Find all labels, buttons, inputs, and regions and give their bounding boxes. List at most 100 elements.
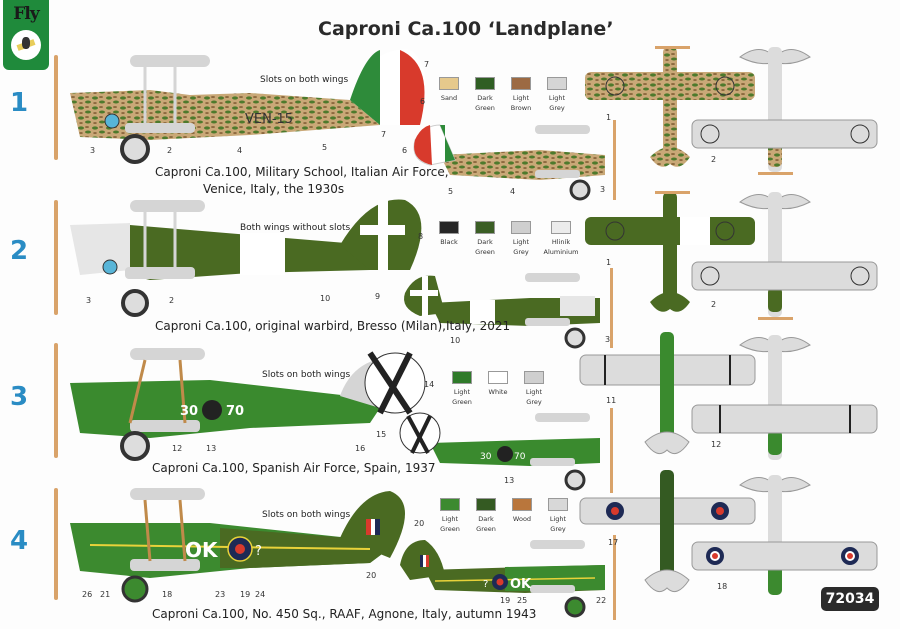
scheme-1-caption-line1: Caproni Ca.100, Military School, Italian… xyxy=(155,165,449,179)
scheme-3-code-left: 30 xyxy=(180,404,198,419)
scheme-number-3: 3 xyxy=(10,382,29,412)
swatch-chip xyxy=(551,221,571,234)
swatch: Sand xyxy=(435,77,463,113)
callout: 10 xyxy=(450,336,461,345)
callout: 4 xyxy=(237,146,243,155)
callout: 2 xyxy=(711,300,717,309)
swatch-label: Light xyxy=(441,515,459,523)
swatch-label: Green xyxy=(440,525,460,533)
swatch: White xyxy=(484,371,512,407)
swatch-label: Brown xyxy=(510,104,532,112)
scheme-number-4: 4 xyxy=(10,526,29,556)
scheme-4-bottom-view xyxy=(691,475,878,595)
callout: 11 xyxy=(606,396,617,405)
scheme-3-bottom-view xyxy=(691,335,878,460)
callout: 18 xyxy=(717,582,728,591)
callout: 2 xyxy=(169,296,175,305)
swatch-chip xyxy=(488,371,508,384)
callout: 13 xyxy=(504,476,515,485)
scheme-3-small-code-left: 30 xyxy=(480,452,492,462)
callout: 9 xyxy=(375,292,381,301)
swatch-chip xyxy=(475,221,495,234)
scheme-1-bottom-view xyxy=(691,47,878,175)
scheme-1-note: Slots on both wings xyxy=(260,75,349,85)
swatch-label: Wood xyxy=(512,515,532,523)
callout: 19 xyxy=(500,596,511,605)
scheme-4-side-profile-left: OK ? xyxy=(54,488,405,603)
swatch-chip xyxy=(475,77,495,90)
swatch: Wood xyxy=(508,498,536,534)
callout: 5 xyxy=(448,187,454,196)
callout: 6 xyxy=(402,146,408,155)
scheme-1-fuselage-code: VEN-15 xyxy=(245,112,293,127)
callout: 14 xyxy=(424,380,435,389)
callout: 13 xyxy=(206,444,217,453)
callout: 5 xyxy=(322,143,328,152)
scheme-3-side-profile-left: 30 70 xyxy=(54,343,426,461)
callout: 1 xyxy=(606,258,612,267)
swatch-label: Green xyxy=(475,104,495,112)
callout: 3 xyxy=(605,335,611,344)
callout: 3 xyxy=(90,146,96,155)
callout: 1 xyxy=(606,113,612,122)
swatch-label: Green xyxy=(452,398,472,406)
callout: 22 xyxy=(596,596,607,605)
scheme-2-side-profile-left xyxy=(54,199,422,317)
scheme-3-side-profile-right: 30 70 xyxy=(399,408,613,493)
swatch-chip xyxy=(547,77,567,90)
callout: 12 xyxy=(711,440,722,449)
swatch-label: Dark xyxy=(477,94,493,102)
scheme-4-fuselage-suffix: ? xyxy=(255,544,262,559)
swatch-chip xyxy=(439,77,459,90)
swatch-label: Dark xyxy=(477,238,493,246)
callout: 25 xyxy=(517,596,528,605)
swatch-label: Light xyxy=(549,515,567,523)
swatch-label: Light xyxy=(453,388,471,396)
scheme-1-caption-line2: Venice, Italy, the 1930s xyxy=(203,182,345,196)
swatch-chip xyxy=(511,77,531,90)
callout: 21 xyxy=(100,590,111,599)
swatch-chip xyxy=(511,221,531,234)
swatch-label: Light xyxy=(512,94,530,102)
scheme-3-code-right: 70 xyxy=(226,404,244,419)
swatch-label: Aluminium xyxy=(543,248,579,256)
swatch-label: Grey xyxy=(550,525,566,533)
callout: 3 xyxy=(86,296,92,305)
callout: 17 xyxy=(608,538,619,547)
callout: 2 xyxy=(711,155,717,164)
callout: 23 xyxy=(215,590,226,599)
scheme-4-fuselage-code: OK xyxy=(185,538,219,562)
swatch-label: Black xyxy=(440,238,458,246)
scheme-4-caption: Caproni Ca.100, No. 450 Sq., RAAF, Agnon… xyxy=(152,607,537,621)
scheme-number-2: 2 xyxy=(10,236,29,266)
callout: 2 xyxy=(167,146,173,155)
product-code-badge: 72034 xyxy=(821,587,879,611)
scheme-3-caption: Caproni Ca.100, Spanish Air Force, Spain… xyxy=(152,461,436,475)
callout: 24 xyxy=(255,590,266,599)
callout: 19 xyxy=(240,590,251,599)
scheme-number-1: 1 xyxy=(10,88,29,118)
swatch-label: Grey xyxy=(549,104,565,112)
swatch-label: White xyxy=(488,388,508,396)
logo-text: Fly xyxy=(13,4,39,24)
scheme-1-top-view xyxy=(585,46,755,167)
swatch-chip xyxy=(439,221,459,234)
scheme-1-side-profile-left: VEN-15 xyxy=(54,49,426,164)
scheme-2-bottom-view xyxy=(691,192,878,320)
callout: 7 xyxy=(424,60,430,69)
callout: 3 xyxy=(600,185,606,194)
page-title: Caproni Ca.100 ‘Landplane’ xyxy=(318,18,614,40)
scheme-3-top-view xyxy=(579,332,756,455)
scheme-4-side-profile-right: OK ? xyxy=(400,535,616,620)
callout: 20 xyxy=(366,571,377,580)
